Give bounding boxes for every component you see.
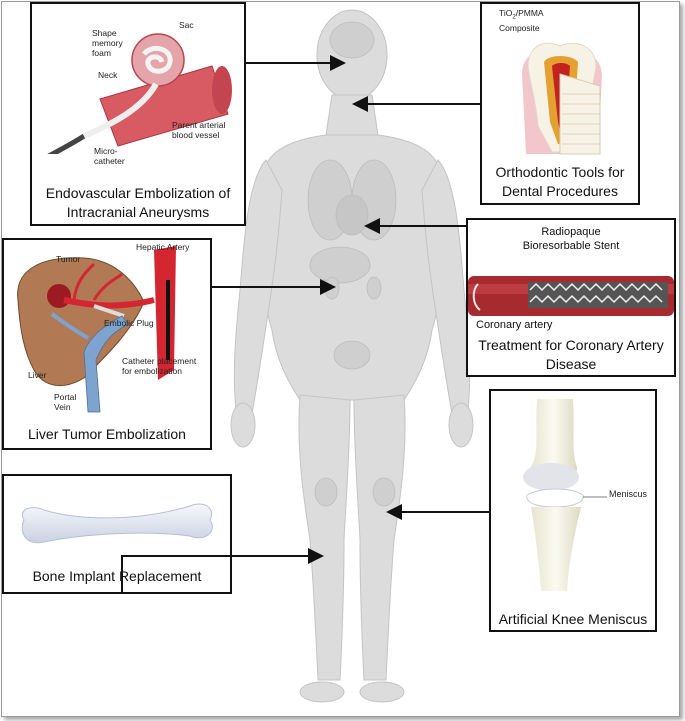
knee-illustration xyxy=(523,399,607,591)
liver-illustration xyxy=(17,246,176,413)
panel-aneurysm-embolization: Shape memory foam Sac Neck Parent arteri… xyxy=(30,2,246,226)
caption-knee: Artificial Knee Meniscus xyxy=(498,611,648,627)
label-coronary-artery: Coronary artery xyxy=(476,319,553,331)
panel-liver-tumor-embolization: Tumor Hepatic Artery Embolic Plug Liver … xyxy=(2,238,212,450)
label-stent: Radiopaque Bioresorbable Stent xyxy=(522,226,620,252)
label-hepatic-artery: Hepatic Artery xyxy=(136,242,190,252)
stent-illustration xyxy=(468,276,674,316)
label-tio2-pmma-composite: TiO2/PMMA Composite xyxy=(499,8,544,33)
tooth-illustration xyxy=(522,42,602,155)
label-embolic-plug: Embolic Plug xyxy=(104,318,154,328)
caption-liver: Liver Tumor Embolization xyxy=(28,426,186,442)
caption-bone: Bone Implant Replacement xyxy=(32,568,202,584)
caption-aneurysm-line1: Endovascular Embolization of xyxy=(45,185,231,201)
caption-aneurysm-line2: Intracranial Aneurysms xyxy=(66,204,210,220)
label-parent-arterial-vessel: Parent arterial blood vessel xyxy=(172,120,226,140)
label-catheter-placement: Catheter placement for embolization xyxy=(122,356,197,376)
arrow-bone-to-leg xyxy=(121,548,324,594)
caption-coronary-line2: Disease xyxy=(545,356,597,372)
label-liver: Liver xyxy=(28,370,47,380)
bone-illustration xyxy=(21,503,213,544)
panel-orthodontic-tools: TiO2/PMMA Composite Orthodontic Tools fo… xyxy=(480,2,640,205)
panel-artificial-knee-meniscus: Meniscus Artificial Knee Meniscus xyxy=(489,389,657,632)
caption-coronary-line1: Treatment for Coronary Artery xyxy=(478,337,664,353)
label-portal-vein: Portal Vein xyxy=(54,392,77,412)
label-meniscus: Meniscus xyxy=(609,489,648,499)
label-microcatheter: Micro-catheter xyxy=(94,146,125,166)
panel-bone-implant: Bone Implant Replacement xyxy=(2,474,232,594)
caption-orthodontic-line2: Dental Procedures xyxy=(502,183,618,199)
panel-coronary-artery-treatment: Radiopaque Bioresorbable Stent Coronary … xyxy=(466,218,676,377)
caption-orthodontic-line1: Orthodontic Tools for xyxy=(495,164,625,180)
label-shape-memory-foam: Shape memory foam xyxy=(92,28,123,58)
label-tumor: Tumor xyxy=(56,254,81,264)
label-sac: Sac xyxy=(179,20,194,30)
label-neck: Neck xyxy=(98,70,118,80)
aneurysm-illustration xyxy=(47,33,232,154)
